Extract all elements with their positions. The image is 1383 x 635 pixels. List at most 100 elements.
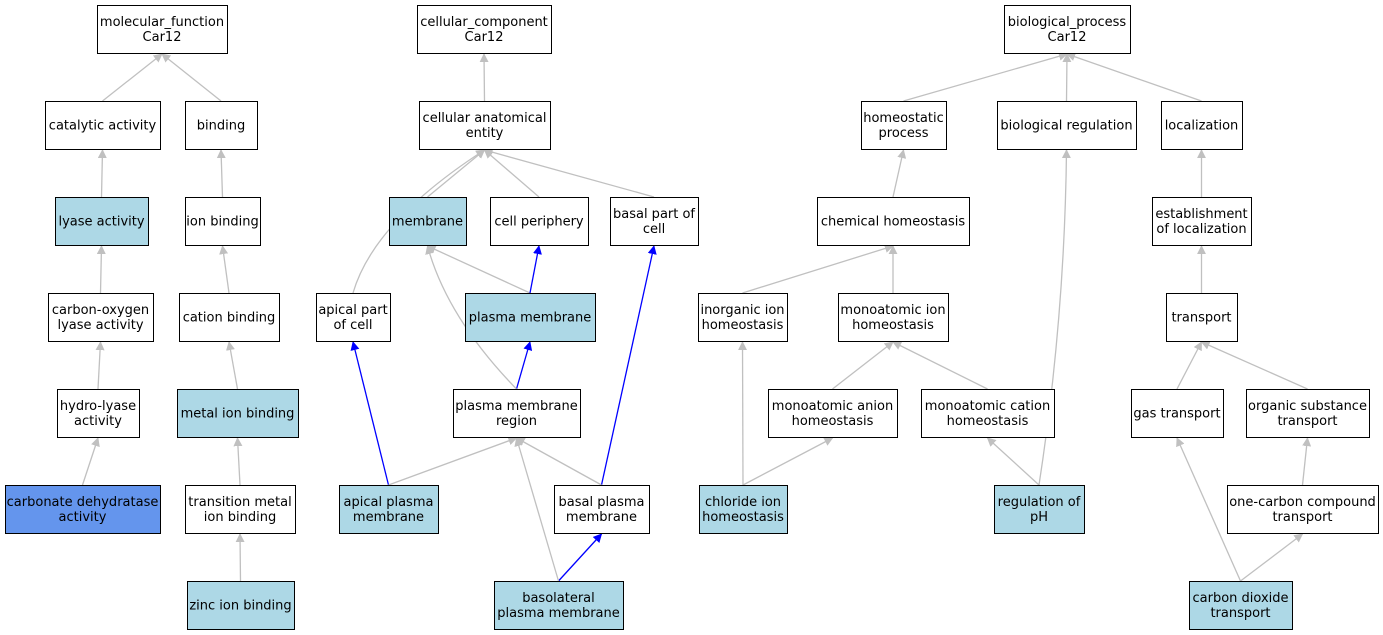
node-box: [187, 581, 295, 630]
node-box: [419, 101, 551, 150]
node-box: [610, 197, 699, 246]
edge-metalb-to-cationb: [226, 341, 239, 390]
node-box: [1246, 389, 1370, 438]
node-box: [185, 197, 261, 246]
node-cell-periphery: cell periphery: [490, 197, 589, 246]
node-label: region: [496, 414, 537, 429]
node-box: [838, 293, 949, 342]
node-label: biological_process: [1008, 15, 1127, 30]
node-label: lyase activity: [58, 215, 144, 230]
node-label: localization: [1165, 119, 1239, 134]
edge-cat-to-mf: [102, 53, 163, 102]
node-label: transport: [1210, 606, 1270, 621]
node-label: hydro-lyase: [60, 399, 136, 414]
node-label: homeostatic: [863, 111, 944, 126]
node-label: pH: [1030, 510, 1048, 525]
edge-chloride-to-anion: [742, 437, 834, 486]
node-label: carbonate dehydratase: [7, 495, 159, 510]
edge-chloride-to-inorg: [738, 341, 748, 486]
node-label: basal plasma: [559, 495, 645, 510]
node-transport: transport: [1166, 293, 1238, 342]
node-label: cellular anatomical: [423, 111, 547, 126]
node-box: [45, 101, 161, 150]
node-label: activity: [59, 510, 107, 525]
node-box: [768, 389, 898, 438]
node-box: [1227, 485, 1379, 534]
node-label: Car12: [1048, 30, 1087, 45]
node-box: [55, 197, 149, 246]
node-box: [1152, 197, 1252, 246]
node-label: homeostasis: [852, 318, 934, 333]
edge-homeo-to-bp: [903, 51, 1068, 102]
edge-basalpart-to-cae: [483, 147, 655, 198]
node-label: ion binding: [204, 510, 276, 525]
edge-bioreg-to-bp: [1062, 53, 1072, 102]
node-label: of cell: [333, 318, 372, 333]
node-label: cell: [643, 222, 665, 237]
edge-ph-to-bioreg: [1038, 149, 1071, 486]
node-label: monoatomic cation: [925, 399, 1050, 414]
node-box: [57, 389, 140, 438]
node-label: plasma membrane: [469, 311, 592, 326]
node-label: membrane: [566, 510, 637, 525]
edge-pmr-to-pm: [515, 341, 533, 390]
node-label: membrane: [353, 510, 424, 525]
edge-cdh-to-hydro: [81, 437, 100, 486]
node-label: ion binding: [186, 215, 258, 230]
edge-chemh-to-homeo: [892, 149, 907, 198]
node-label: chemical homeostasis: [821, 215, 966, 230]
node-label: membrane: [392, 215, 463, 230]
node-box: [554, 485, 650, 534]
edge-bind-to-mf: [161, 53, 222, 102]
node-box: [921, 389, 1055, 438]
edge-pm-to-membrane: [426, 245, 531, 294]
node-label: monoatomic ion: [840, 303, 945, 318]
edge-inorg-to-chemh: [742, 244, 894, 294]
node-label: monoatomic anion: [772, 399, 893, 414]
node-label: zinc ion binding: [189, 599, 291, 614]
node-label: homeostasis: [702, 318, 784, 333]
edge-organic-to-transport: [1200, 341, 1308, 390]
node-plasma-membrane: plasma membrane: [465, 293, 596, 342]
node-label: chloride ion: [705, 495, 781, 510]
edge-blpm-to-pmr: [514, 437, 560, 582]
edge-gas-to-transport: [1176, 341, 1203, 390]
node-box: [817, 197, 970, 246]
node-label: homeostasis: [792, 414, 874, 429]
node-label: basolateral: [522, 591, 595, 606]
node-box: [185, 485, 296, 534]
node-label: entity: [466, 126, 504, 141]
node-box: [48, 293, 154, 342]
node-metal-ion-binding: metal ion binding: [177, 389, 299, 438]
node-label: binding: [197, 119, 245, 134]
node-box: [389, 197, 467, 246]
node-box: [179, 293, 280, 342]
node-label: plasma membrane: [497, 606, 620, 621]
edge-onecarbon-to-organic: [1301, 437, 1312, 486]
edge-periph-to-cae: [483, 149, 540, 198]
edge-lyase-to-cat: [97, 149, 107, 198]
node-box: [699, 485, 788, 534]
node-label: basal part of: [613, 207, 695, 222]
node-label: process: [879, 126, 929, 141]
node-cation-binding: cation binding: [179, 293, 280, 342]
node-label: transport: [1171, 311, 1231, 326]
node-box: [417, 5, 552, 54]
node-label: carbon dioxide: [1192, 591, 1288, 606]
node-label: organic substance: [1248, 399, 1367, 414]
node-box: [5, 485, 161, 534]
node-label: activity: [74, 414, 122, 429]
